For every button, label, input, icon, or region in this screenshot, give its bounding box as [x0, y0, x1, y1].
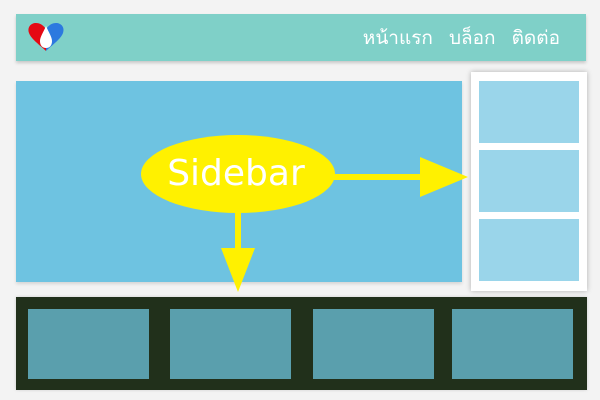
main-content-area: [16, 81, 462, 282]
sidebar-box-1: [479, 81, 579, 143]
footer-box-1: [28, 309, 149, 379]
nav-home-link[interactable]: หน้าแรก: [362, 27, 433, 49]
footer-box-4: [452, 309, 573, 379]
top-navigation: หน้าแรก บล็อก ติดต่อ: [363, 26, 560, 50]
footer-strip: [16, 297, 587, 390]
header-bar: หน้าแรก บล็อก ติดต่อ: [16, 14, 586, 61]
sidebar-panel: [471, 72, 587, 291]
nav-contact-link[interactable]: ติดต่อ: [511, 27, 560, 49]
sidebar-box-2: [479, 150, 579, 212]
footer-box-3: [313, 309, 434, 379]
nav-blog-link[interactable]: บล็อก: [448, 27, 496, 49]
sidebar-box-3: [479, 219, 579, 281]
footer-box-2: [170, 309, 291, 379]
heart-logo-icon: [28, 23, 64, 51]
